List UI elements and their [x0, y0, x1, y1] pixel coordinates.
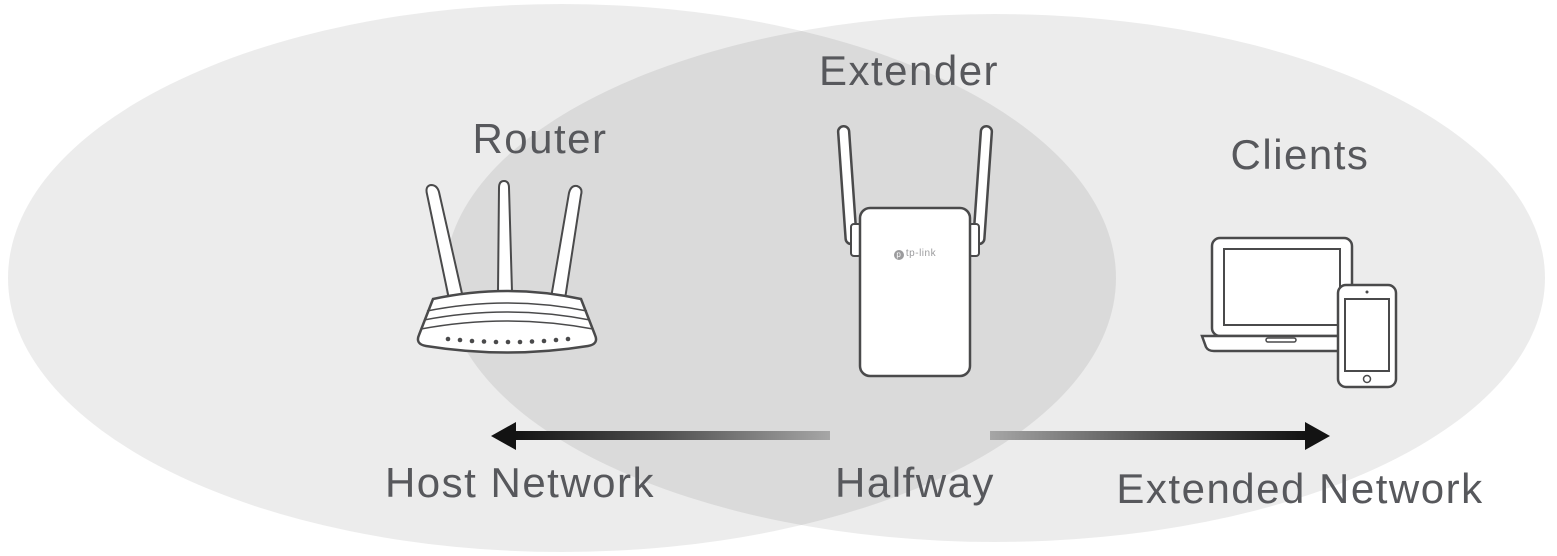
tp-link-logo-text: tp-link — [905, 248, 937, 259]
host-network-arrowhead-icon — [491, 422, 516, 450]
host-network-arrow-shaft — [514, 431, 830, 440]
extender-label: Extender — [818, 47, 1000, 94]
extended-network-zone-ellipse — [445, 14, 1545, 542]
clients-label: Clients — [1230, 131, 1370, 178]
extended-network-arrow-shaft — [990, 431, 1306, 440]
host-network-label: Host Network — [384, 459, 656, 506]
extended-network-label: Extended Network — [1116, 465, 1484, 512]
extended-network-arrowhead-icon — [1305, 422, 1330, 450]
tablet-icon — [1336, 283, 1398, 389]
router-label: Router — [472, 115, 608, 162]
halfway-label: Halfway — [835, 459, 995, 506]
router-icon — [400, 178, 615, 373]
laptop-icon — [1200, 236, 1364, 353]
tp-link-logo-icon: p — [893, 250, 904, 260]
clients-icon — [1200, 233, 1405, 393]
